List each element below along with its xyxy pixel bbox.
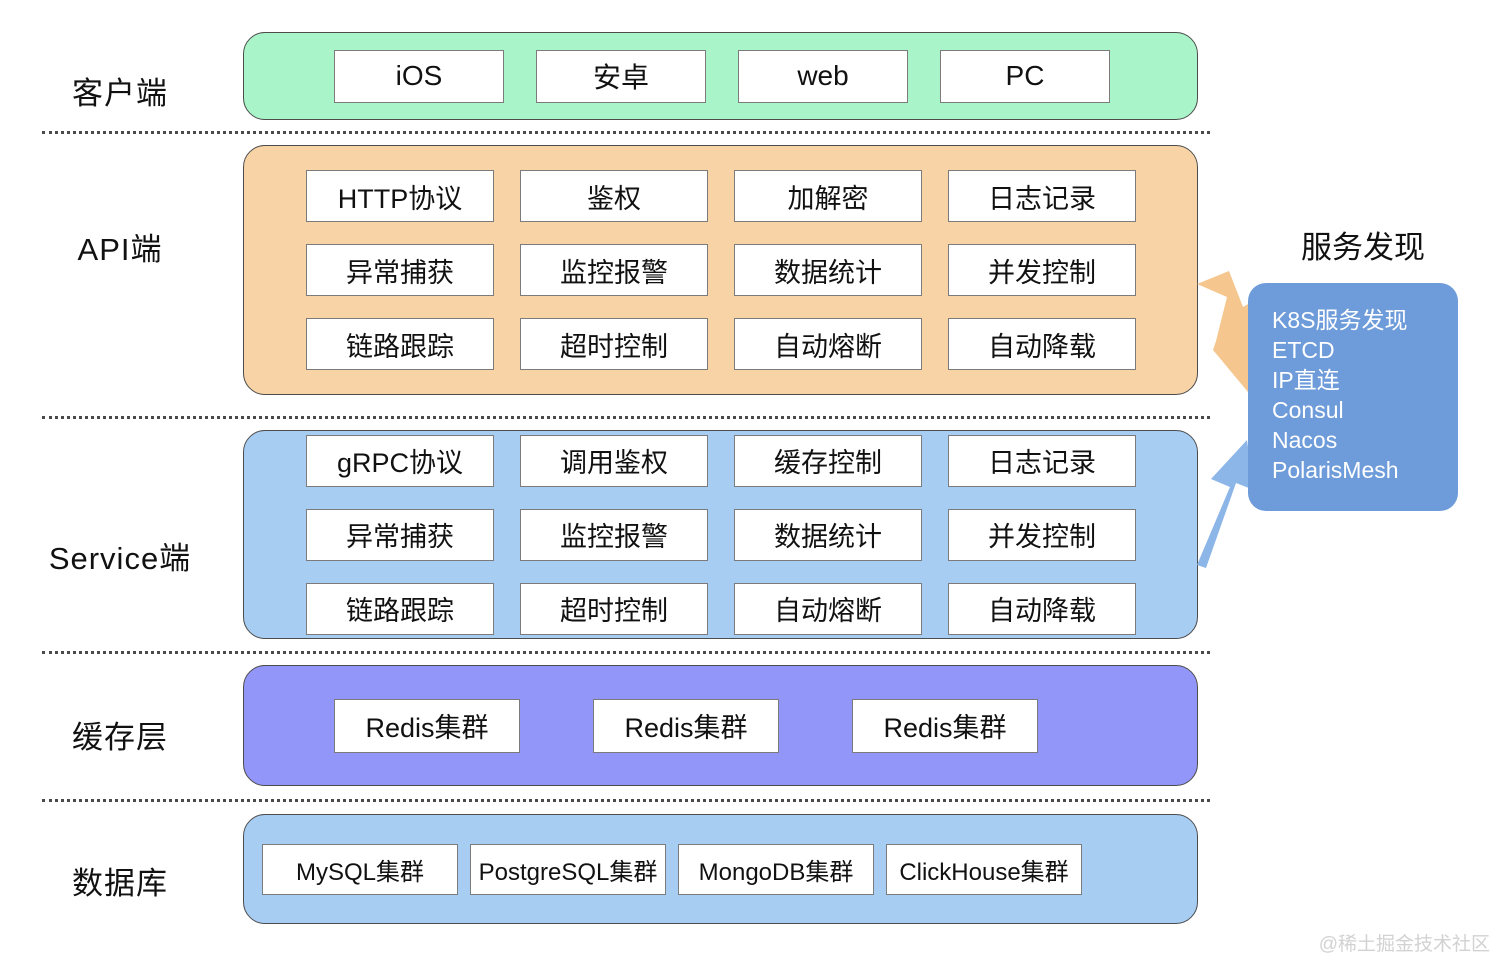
api-cell-auto-breaker[interactable]: 自动熔断 [734, 318, 922, 370]
row-label-cache: 缓存层 [72, 720, 168, 755]
layer-service-row-2: 异常捕获 监控报警 数据统计 并发控制 [244, 508, 1197, 561]
service-discovery-title: 服务发现 [1301, 230, 1425, 265]
layer-service-row-1: gRPC协议 调用鉴权 缓存控制 日志记录 [244, 434, 1197, 487]
cache-cell-redis-cluster-3[interactable]: Redis集群 [852, 698, 1038, 753]
layer-service-row-3: 链路跟踪 超时控制 自动熔断 自动降载 [244, 582, 1197, 635]
service-cell-concurrency[interactable]: 并发控制 [948, 508, 1136, 561]
service-cell-monitor-alarm[interactable]: 监控报警 [520, 508, 708, 561]
service-cell-data-stats[interactable]: 数据统计 [734, 508, 922, 561]
layer-api: HTTP协议 鉴权 加解密 日志记录 异常捕获 监控报警 数据统计 并发控制 链… [243, 145, 1198, 395]
api-cell-logging[interactable]: 日志记录 [948, 170, 1136, 222]
layer-database-row-1: MySQL集群 PostgreSQL集群 MongoDB集群 ClickHous… [244, 843, 1197, 895]
service-cell-grpc-protocol[interactable]: gRPC协议 [306, 434, 494, 487]
database-cell-clickhouse[interactable]: ClickHouse集群 [886, 843, 1082, 895]
service-cell-exception-catch[interactable]: 异常捕获 [306, 508, 494, 561]
layer-api-row-3: 链路跟踪 超时控制 自动熔断 自动降载 [244, 318, 1197, 370]
row-label-database: 数据库 [72, 866, 168, 901]
api-cell-data-stats[interactable]: 数据统计 [734, 244, 922, 296]
api-cell-exception-catch[interactable]: 异常捕获 [306, 244, 494, 296]
service-cell-timeout-control[interactable]: 超时控制 [520, 582, 708, 635]
database-cell-mysql[interactable]: MySQL集群 [262, 843, 458, 895]
sd-item-consul: Consul [1272, 397, 1344, 423]
layer-cache-row-1: Redis集群 Redis集群 Redis集群 [244, 698, 1197, 753]
row-label-client: 客户端 [72, 76, 168, 111]
layer-client-row-1: iOS 安卓 web PC [244, 49, 1197, 103]
layer-cache: Redis集群 Redis集群 Redis集群 [243, 665, 1198, 786]
service-cell-logging[interactable]: 日志记录 [948, 434, 1136, 487]
separator-client-api [42, 131, 1210, 134]
api-cell-link-tracing[interactable]: 链路跟踪 [306, 318, 494, 370]
layer-database: MySQL集群 PostgreSQL集群 MongoDB集群 ClickHous… [243, 814, 1198, 924]
api-cell-auth[interactable]: 鉴权 [520, 170, 708, 222]
api-cell-encryption[interactable]: 加解密 [734, 170, 922, 222]
arrow-service-service-discovery [1197, 440, 1254, 568]
database-cell-postgresql[interactable]: PostgreSQL集群 [470, 843, 666, 895]
row-label-service: Service端 [48, 541, 192, 576]
sd-item-k8s: K8S服务发现 [1272, 307, 1408, 333]
api-cell-timeout-control[interactable]: 超时控制 [520, 318, 708, 370]
layer-api-row-2: 异常捕获 监控报警 数据统计 并发控制 [244, 244, 1197, 296]
sd-item-nacos: Nacos [1272, 427, 1338, 453]
service-cell-link-tracing[interactable]: 链路跟踪 [306, 582, 494, 635]
client-cell-ios[interactable]: iOS [334, 49, 504, 103]
client-cell-web[interactable]: web [738, 49, 908, 103]
service-cell-auto-breaker[interactable]: 自动熔断 [734, 582, 922, 635]
layer-client: iOS 安卓 web PC [243, 32, 1198, 120]
service-cell-cache-control[interactable]: 缓存控制 [734, 434, 922, 487]
client-cell-pc[interactable]: PC [940, 49, 1110, 103]
cache-cell-redis-cluster-2[interactable]: Redis集群 [593, 698, 779, 753]
sd-item-polarismesh: PolarisMesh [1272, 457, 1399, 483]
sd-item-ip-direct: IP直连 [1272, 367, 1340, 393]
api-cell-monitor-alarm[interactable]: 监控报警 [520, 244, 708, 296]
api-cell-http-protocol[interactable]: HTTP协议 [306, 170, 494, 222]
layer-api-row-1: HTTP协议 鉴权 加解密 日志记录 [244, 170, 1197, 222]
service-discovery-panel: K8S服务发现 ETCD IP直连 Consul Nacos PolarisMe… [1248, 283, 1458, 511]
row-label-api: API端 [77, 232, 163, 267]
separator-api-service [42, 416, 1210, 419]
service-cell-auto-shedding[interactable]: 自动降载 [948, 582, 1136, 635]
separator-service-cache [42, 651, 1210, 654]
sd-item-etcd: ETCD [1272, 337, 1335, 363]
cache-cell-redis-cluster-1[interactable]: Redis集群 [334, 698, 520, 753]
watermark: @稀土掘金技术社区 [1318, 934, 1490, 955]
service-cell-call-auth[interactable]: 调用鉴权 [520, 434, 708, 487]
database-cell-mongodb[interactable]: MongoDB集群 [678, 843, 874, 895]
api-cell-concurrency[interactable]: 并发控制 [948, 244, 1136, 296]
client-cell-android[interactable]: 安卓 [536, 49, 706, 103]
layer-service: gRPC协议 调用鉴权 缓存控制 日志记录 异常捕获 监控报警 数据统计 并发控… [243, 430, 1198, 639]
api-cell-auto-shedding[interactable]: 自动降载 [948, 318, 1136, 370]
separator-cache-database [42, 799, 1210, 802]
